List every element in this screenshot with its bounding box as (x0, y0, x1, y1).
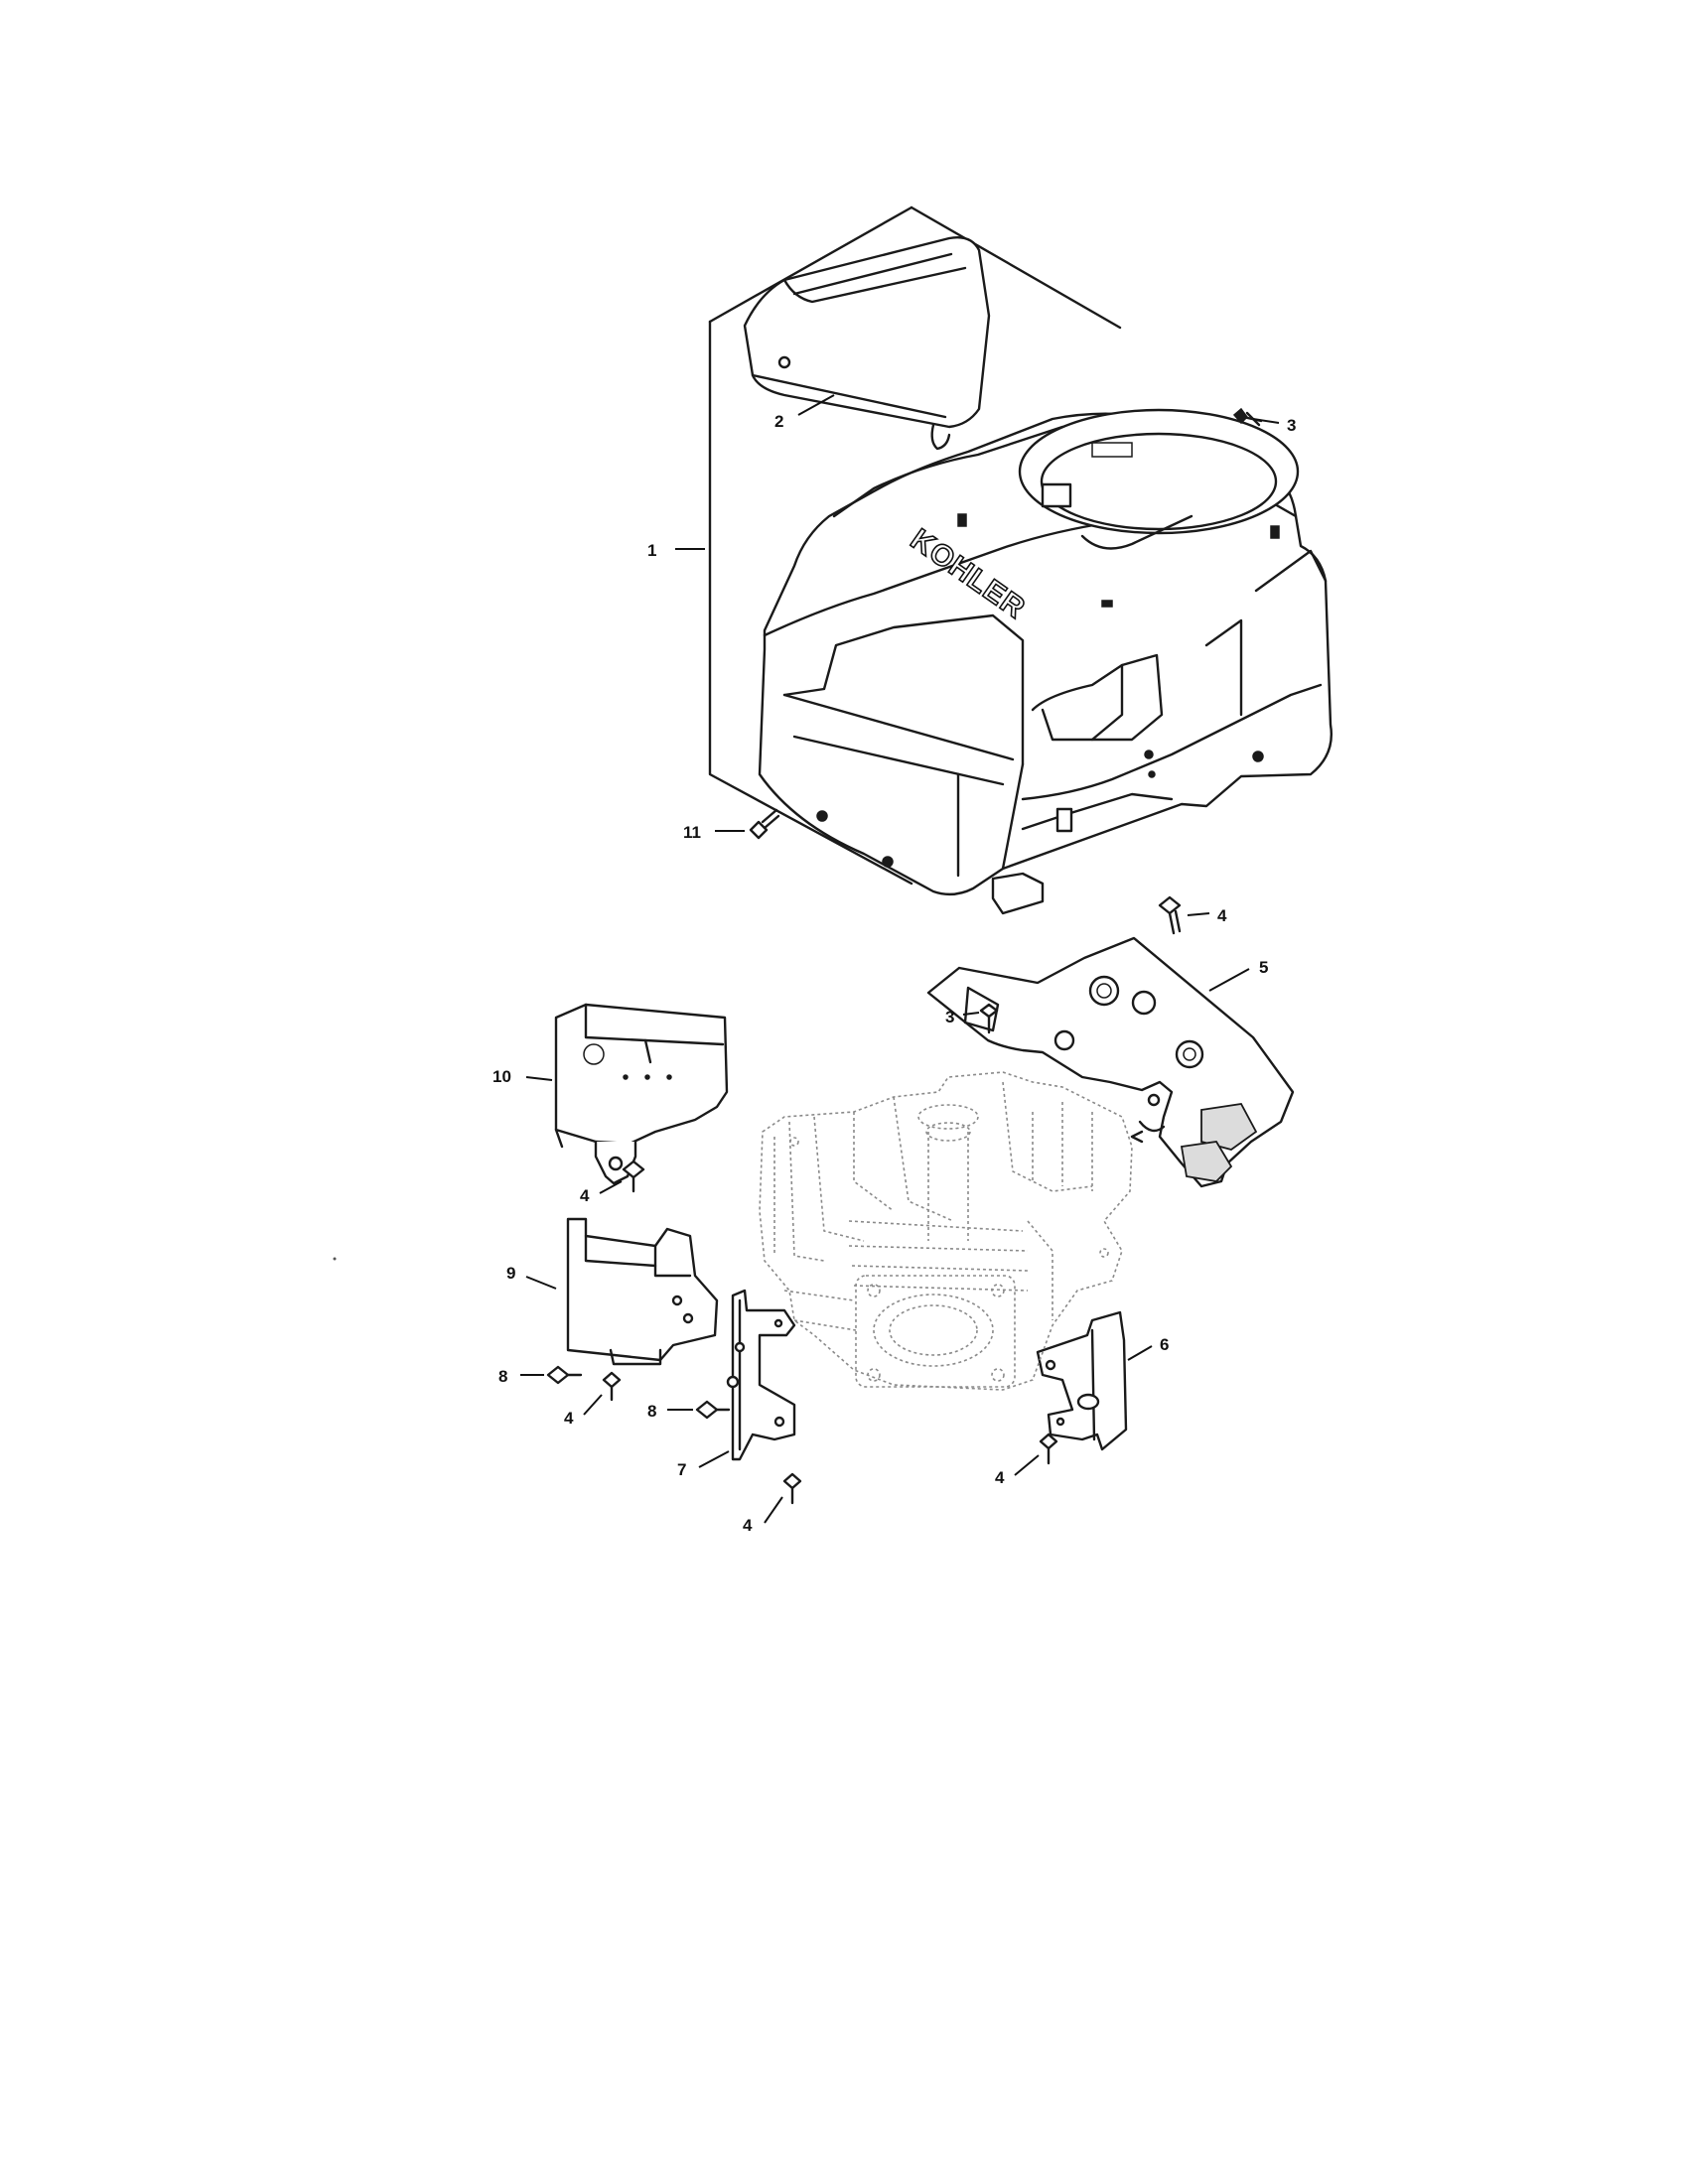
screw-8-mid (695, 1400, 731, 1420)
callout-7: 7 (677, 1450, 730, 1479)
callout-2: 2 (774, 394, 835, 431)
callout-8-left: 8 (498, 1367, 544, 1386)
svg-text:4: 4 (743, 1516, 753, 1535)
svg-text:8: 8 (498, 1367, 507, 1386)
baffle-part-5 (926, 936, 1295, 1188)
svg-text:3: 3 (945, 1008, 954, 1026)
callout-5: 5 (1208, 958, 1268, 992)
stray-mark (333, 1257, 337, 1261)
callout-4-left-a: 4 (580, 1180, 623, 1205)
svg-text:11: 11 (683, 823, 701, 842)
callout-11: 11 (683, 823, 745, 842)
callout-9: 9 (506, 1264, 557, 1290)
screw-3-mid (979, 1003, 999, 1034)
callout-4-right: 4 (995, 1454, 1040, 1487)
callout-1: 1 (647, 541, 705, 560)
callout-3-mid: 3 (945, 1008, 980, 1026)
screw-4-left-a (622, 1160, 645, 1193)
callout-3-top: 3 (1252, 416, 1296, 435)
svg-text:9: 9 (506, 1264, 515, 1283)
bracket-part-7 (726, 1289, 796, 1461)
screw-4-right (1039, 1433, 1058, 1465)
callout-10: 10 (492, 1067, 553, 1086)
svg-text:4: 4 (580, 1186, 590, 1205)
svg-text:4: 4 (1217, 906, 1227, 925)
svg-text:3: 3 (1287, 416, 1296, 435)
svg-text:5: 5 (1259, 958, 1268, 977)
svg-text:10: 10 (492, 1067, 511, 1086)
bracket-part-6 (1036, 1310, 1128, 1451)
svg-text:8: 8 (647, 1402, 656, 1421)
screw-4-left-b (602, 1371, 622, 1402)
callout-4-left-b: 4 (564, 1394, 603, 1428)
screw-8-left (546, 1365, 583, 1385)
svg-text:6: 6 (1160, 1335, 1169, 1354)
screw-4-bottom (782, 1472, 802, 1505)
svg-text:7: 7 (677, 1460, 686, 1479)
blower-housing: KOHLER (758, 408, 1333, 915)
group-bracket-1 (708, 205, 1122, 886)
svg-text:2: 2 (774, 412, 783, 431)
svg-text:4: 4 (564, 1409, 574, 1428)
callout-4-bottom: 4 (743, 1496, 783, 1535)
svg-text:4: 4 (995, 1468, 1005, 1487)
engine-block-ghosted (759, 1071, 1133, 1391)
callout-6: 6 (1127, 1335, 1169, 1361)
air-intake-cover (743, 236, 991, 451)
callout-8-mid: 8 (647, 1402, 693, 1421)
screw-4-top (1158, 895, 1182, 935)
callout-4-top: 4 (1187, 906, 1227, 925)
screw-11 (749, 808, 780, 840)
svg-text:1: 1 (647, 541, 656, 560)
shield-part-9 (566, 1217, 719, 1366)
shield-part-10 (554, 1003, 729, 1185)
